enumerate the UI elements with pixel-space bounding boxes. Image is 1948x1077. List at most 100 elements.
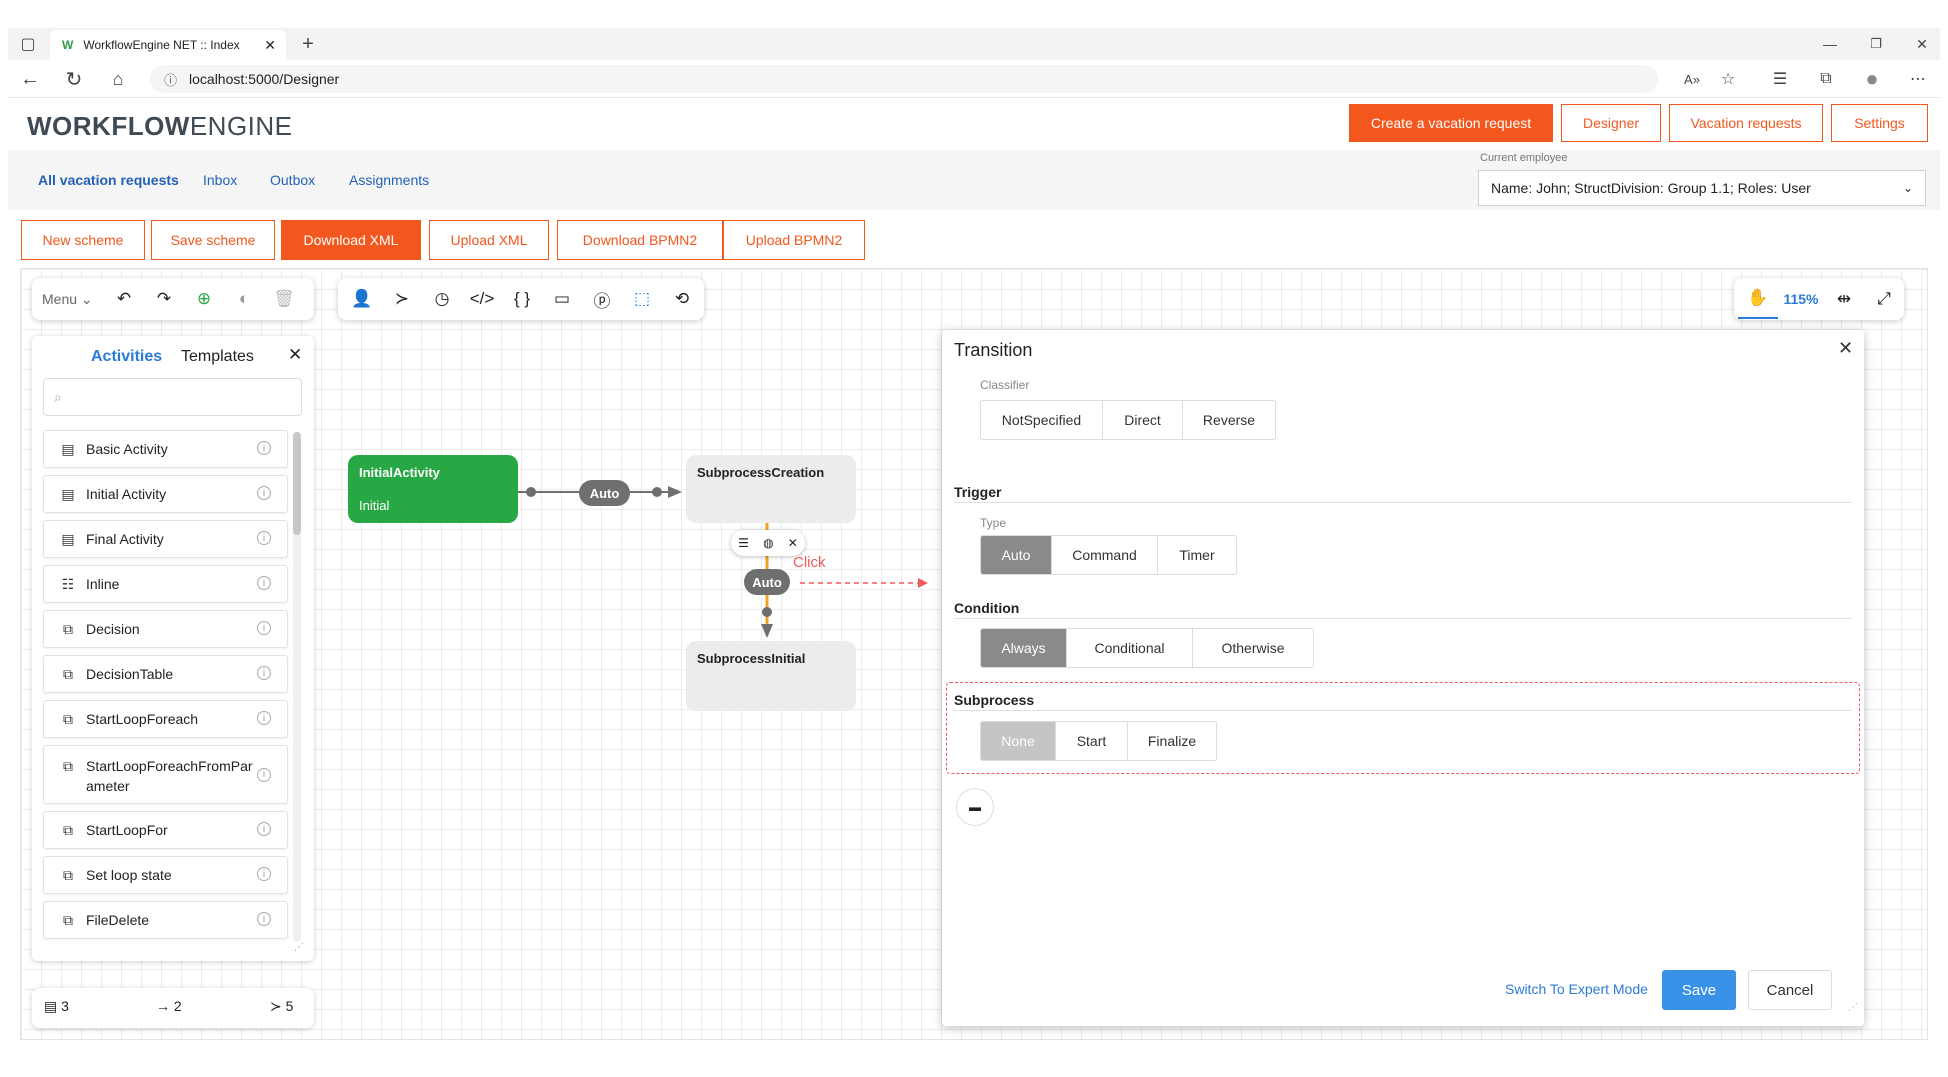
more-icon[interactable]: ⋯ xyxy=(1910,71,1926,88)
close-window-icon[interactable]: ✕ xyxy=(1916,35,1928,52)
read-aloud-icon[interactable]: A» xyxy=(1684,71,1700,87)
transition-label-auto-selected[interactable]: Auto xyxy=(744,569,790,595)
vacation-requests-button[interactable]: Vacation requests xyxy=(1669,104,1823,142)
tab-actions-icon[interactable]: ▢ xyxy=(20,36,36,53)
fullscreen-icon[interactable]: ⤢ xyxy=(1877,289,1891,308)
close-icon[interactable]: ✕ xyxy=(1838,338,1854,358)
nav-all-vacation-requests[interactable]: All vacation requests xyxy=(38,172,179,188)
tab-templates[interactable]: Templates xyxy=(181,348,254,365)
close-panel-icon[interactable]: ✕ xyxy=(288,345,303,364)
info-icon[interactable]: i xyxy=(257,867,271,881)
selection-icon[interactable]: ⬚ xyxy=(633,289,651,308)
classifier-reverse[interactable]: Reverse xyxy=(1183,401,1275,439)
redo-icon[interactable]: ↷ xyxy=(156,289,172,308)
restore-icon[interactable]: ❐ xyxy=(1870,36,1882,51)
initial-activity-node[interactable]: InitialActivity Initial xyxy=(348,455,518,523)
settings-sliders-icon[interactable]: ☰ xyxy=(738,536,749,550)
reload-icon[interactable]: ↻ xyxy=(65,68,83,91)
panel-resize-icon[interactable]: ⋰ xyxy=(1848,1002,1858,1013)
subprocess-start[interactable]: Start xyxy=(1056,722,1128,760)
back-icon[interactable]: ← xyxy=(20,67,40,90)
history-icon[interactable]: ⟲ xyxy=(674,289,690,308)
undo-icon[interactable]: ↶ xyxy=(116,289,132,308)
collections-icon[interactable]: ⧉ xyxy=(1820,70,1832,87)
fit-width-icon[interactable]: ⇹ xyxy=(1836,289,1852,308)
list-item[interactable]: ▤ Final Activity i xyxy=(43,520,288,558)
info-icon[interactable]: i xyxy=(257,711,271,725)
employee-select[interactable]: Name: John; StructDivision: Group 1.1; R… xyxy=(1478,170,1926,206)
actors-icon[interactable]: 👤 xyxy=(351,289,373,308)
nav-assignments[interactable]: Assignments xyxy=(349,172,430,188)
info-icon[interactable]: i xyxy=(257,486,271,500)
home-icon[interactable]: ⌂ xyxy=(112,68,124,89)
classifier-direct[interactable]: Direct xyxy=(1103,401,1183,439)
info-icon[interactable]: i xyxy=(257,531,271,545)
favorites-list-icon[interactable]: ☰ xyxy=(1772,71,1788,88)
info-icon[interactable]: i xyxy=(257,822,271,836)
favorite-icon[interactable]: ☆ xyxy=(1720,71,1736,88)
zoom-level[interactable]: 115% xyxy=(1783,291,1819,307)
condition-conditional[interactable]: Conditional xyxy=(1067,629,1193,667)
new-scheme-button[interactable]: New scheme xyxy=(21,220,145,260)
app-logo[interactable]: WORKFLOWENGINE xyxy=(27,111,293,142)
expert-mode-link[interactable]: Switch To Expert Mode xyxy=(1505,981,1648,997)
designer-button[interactable]: Designer xyxy=(1561,104,1661,142)
comments-icon[interactable]: ▭ xyxy=(553,289,571,308)
info-icon[interactable]: i xyxy=(257,576,271,590)
classifier-notspecified[interactable]: NotSpecified xyxy=(981,401,1103,439)
subprocess-initial-node[interactable]: SubprocessInitial xyxy=(686,641,856,711)
browser-tab[interactable]: W WorkflowEngine NET :: Index ✕ xyxy=(50,30,286,60)
tab-activities[interactable]: Activities xyxy=(91,348,163,365)
timers-icon[interactable]: ◷ xyxy=(434,289,450,308)
commands-icon[interactable]: ≻ xyxy=(394,289,410,308)
plugins-icon[interactable]: ⓟ xyxy=(593,291,611,311)
cancel-button[interactable]: Cancel xyxy=(1748,970,1832,1010)
toggle-icon[interactable]: ◐ xyxy=(238,289,250,308)
list-item[interactable]: ▤ Basic Activity i xyxy=(43,430,288,468)
download-bpmn2-button[interactable]: Download BPMN2 xyxy=(557,220,723,260)
condition-otherwise[interactable]: Otherwise xyxy=(1193,629,1313,667)
list-item[interactable]: ⧉ Decision i xyxy=(43,610,288,648)
delete-transition-icon[interactable]: ✕ xyxy=(787,536,798,550)
info-icon[interactable]: i xyxy=(257,768,271,782)
save-scheme-button[interactable]: Save scheme xyxy=(151,220,275,260)
menu-dropdown[interactable]: Menu ⌄ xyxy=(42,290,93,307)
palette-icon[interactable]: ◍ xyxy=(763,536,774,550)
resize-handle-icon[interactable]: ⋰ xyxy=(294,942,304,953)
info-icon[interactable]: i xyxy=(257,621,271,635)
info-icon[interactable]: i xyxy=(257,666,271,680)
list-item[interactable]: ⧉ FileDelete i xyxy=(43,901,288,939)
parameters-icon[interactable]: { } xyxy=(513,289,531,308)
hand-tool-icon[interactable]: ✋ xyxy=(1738,279,1778,319)
nav-outbox[interactable]: Outbox xyxy=(270,172,316,188)
code-actions-icon[interactable]: </> xyxy=(469,289,495,308)
profile-icon[interactable]: ● xyxy=(1865,66,1879,91)
new-tab-icon[interactable]: + xyxy=(302,32,314,55)
list-item[interactable]: ⧉ DecisionTable i xyxy=(43,655,288,693)
list-item[interactable]: ⧉ StartLoopFor i xyxy=(43,811,288,849)
subprocess-none[interactable]: None xyxy=(981,722,1056,760)
list-item[interactable]: ☷ Inline i xyxy=(43,565,288,603)
info-icon[interactable]: i xyxy=(257,912,271,926)
add-activity-icon[interactable]: ⊕ xyxy=(196,289,212,308)
comment-button[interactable]: ▬ xyxy=(956,788,994,826)
nav-inbox[interactable]: Inbox xyxy=(203,172,238,188)
list-item[interactable]: ⧉ StartLoopForeachFromParameter i xyxy=(43,745,288,804)
info-icon[interactable]: i xyxy=(257,441,271,455)
condition-always[interactable]: Always xyxy=(981,629,1067,667)
delete-icon[interactable]: 🗑 xyxy=(273,289,295,308)
subprocess-creation-node[interactable]: SubprocessCreation xyxy=(686,455,856,523)
close-tab-icon[interactable]: ✕ xyxy=(264,36,276,53)
download-xml-button[interactable]: Download XML xyxy=(281,220,421,260)
settings-button[interactable]: Settings xyxy=(1831,104,1928,142)
list-item[interactable]: ⧉ StartLoopForeach i xyxy=(43,700,288,738)
activity-list-scrolltrack[interactable] xyxy=(293,432,301,942)
activity-list-scrollbar[interactable] xyxy=(293,432,301,535)
upload-xml-button[interactable]: Upload XML xyxy=(429,220,549,260)
list-item[interactable]: ⧉ Set loop state i xyxy=(43,856,288,894)
save-button[interactable]: Save xyxy=(1662,970,1736,1010)
trigger-auto[interactable]: Auto xyxy=(981,536,1052,574)
trigger-command[interactable]: Command xyxy=(1052,536,1158,574)
create-vacation-request-button[interactable]: Create a vacation request xyxy=(1349,104,1553,142)
transition-label-auto[interactable]: Auto xyxy=(579,480,630,506)
